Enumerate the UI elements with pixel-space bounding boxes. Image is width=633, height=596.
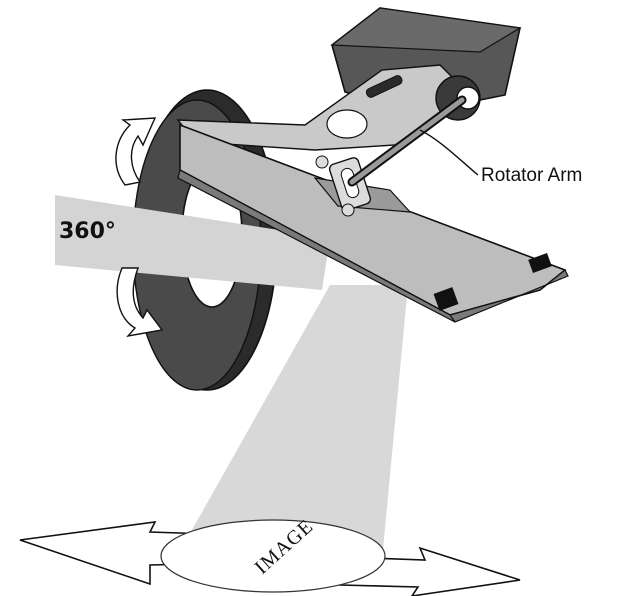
rotation-axis-beam (55, 195, 330, 290)
plate-foot-left (433, 287, 459, 311)
mounting-plate-front-edge (449, 269, 569, 323)
projection-light-cone (175, 285, 408, 560)
projector-housing-top (330, 7, 522, 53)
rotator-arm-label: Rotator Arm (481, 165, 582, 186)
rotator-arm-highlight (349, 97, 465, 185)
plate-foot-right (528, 253, 552, 273)
bracket-slot (365, 75, 403, 98)
clamp-bolt-bottom (341, 203, 355, 217)
rotation-degree-label: 360° (59, 219, 116, 244)
projected-image-ellipse (160, 519, 386, 593)
callout-leader-line (419, 129, 479, 176)
rotation-arrow-down-icon (116, 267, 164, 338)
rotation-arrow-up-icon (115, 117, 157, 186)
clamp-bolt-top (315, 155, 329, 169)
bracket-hole (326, 109, 368, 139)
